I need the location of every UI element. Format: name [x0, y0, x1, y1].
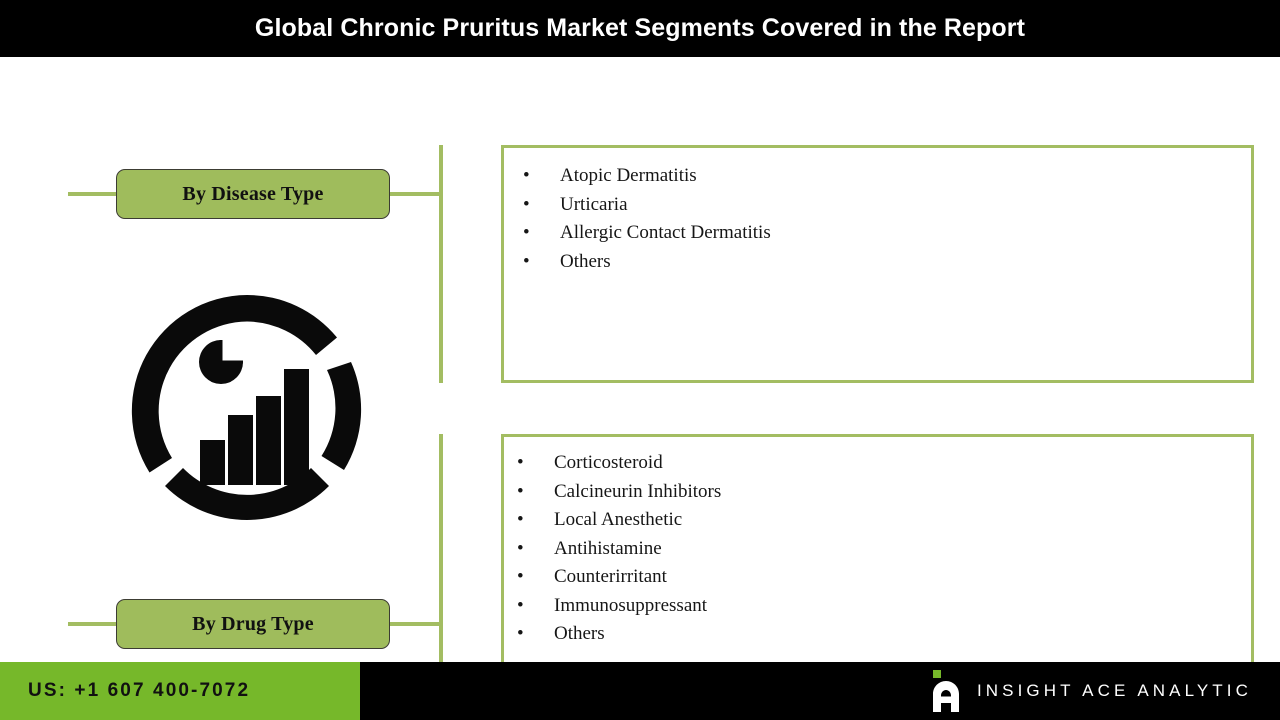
list-item: • Corticosteroid [504, 449, 1251, 478]
bullet-icon: • [517, 566, 524, 587]
segment-label-text: By Drug Type [192, 612, 314, 635]
brand-name-text: INSIGHT ACE ANALYTIC [976, 681, 1252, 700]
list-item: • Calcineurin Inhibitors [504, 478, 1251, 507]
segment-label-text: By Disease Type [182, 182, 324, 205]
market-analytics-chart-icon [118, 285, 376, 537]
list-item: • Immunosuppressant [504, 592, 1251, 621]
connector-bracket-disease [439, 145, 443, 383]
bullet-icon: • [517, 509, 524, 530]
list-item-label: Others [554, 623, 605, 644]
list-item: • Others [504, 248, 1251, 277]
footer-phone-number[interactable]: US: +1 607 400-7072 [28, 680, 251, 701]
list-item-label: Corticosteroid [554, 452, 663, 473]
list-item-label: Others [560, 250, 611, 272]
bullet-icon: • [523, 250, 530, 272]
insight-ace-a-logo-icon [929, 670, 963, 712]
footer-contact-band [0, 662, 360, 720]
list-item-label: Atopic Dermatitis [560, 165, 697, 186]
list-item-label: Antihistamine [554, 537, 662, 559]
content-canvas: By Disease Type By Drug Type [0, 57, 1280, 670]
connector-bracket-drug [439, 434, 443, 670]
bullet-icon: • [517, 537, 524, 559]
bullet-icon: • [517, 594, 524, 616]
bullet-icon: • [523, 222, 530, 243]
bullet-list-disease-type: • Atopic Dermatitis • Urticaria • Allerg… [504, 148, 1251, 276]
list-item: • Local Anesthetic [504, 506, 1251, 535]
brand-logo: INSIGHT ACE ANALYTIC [929, 662, 1252, 720]
segment-label-by-drug-type[interactable]: By Drug Type [116, 599, 390, 649]
connector-left-disease [68, 192, 118, 196]
segment-label-by-disease-type[interactable]: By Disease Type [116, 169, 390, 219]
page-title: Global Chronic Pruritus Market Segments … [254, 14, 1026, 42]
list-item-label: Counterirritant [554, 566, 667, 587]
list-item-label: Allergic Contact Dermatitis [560, 222, 771, 243]
list-item-label: Calcineurin Inhibitors [554, 480, 722, 502]
bullet-icon: • [523, 165, 530, 186]
list-item-label: Local Anesthetic [554, 509, 683, 530]
list-item-label: Immunosuppressant [554, 594, 708, 616]
connector-left-drug [68, 622, 118, 626]
bullet-icon: • [517, 480, 524, 502]
content-panel-by-disease-type: • Atopic Dermatitis • Urticaria • Allerg… [501, 145, 1254, 383]
header-band [0, 0, 1280, 57]
bullet-icon: • [517, 452, 524, 473]
connector-right-drug [389, 622, 443, 626]
bullet-icon: • [523, 193, 530, 215]
content-panel-by-drug-type: • Corticosteroid • Calcineurin Inhibitor… [501, 434, 1254, 670]
bullet-icon: • [517, 623, 524, 644]
list-item-label: Urticaria [560, 193, 628, 215]
list-item: • Atopic Dermatitis [504, 162, 1251, 191]
list-item: • Others [504, 620, 1251, 649]
list-item: • Urticaria [504, 191, 1251, 220]
list-item: • Allergic Contact Dermatitis [504, 219, 1251, 248]
list-item: • Counterirritant [504, 563, 1251, 592]
connector-right-disease [389, 192, 443, 196]
bullet-list-drug-type: • Corticosteroid • Calcineurin Inhibitor… [504, 437, 1251, 649]
list-item: • Antihistamine [504, 535, 1251, 564]
